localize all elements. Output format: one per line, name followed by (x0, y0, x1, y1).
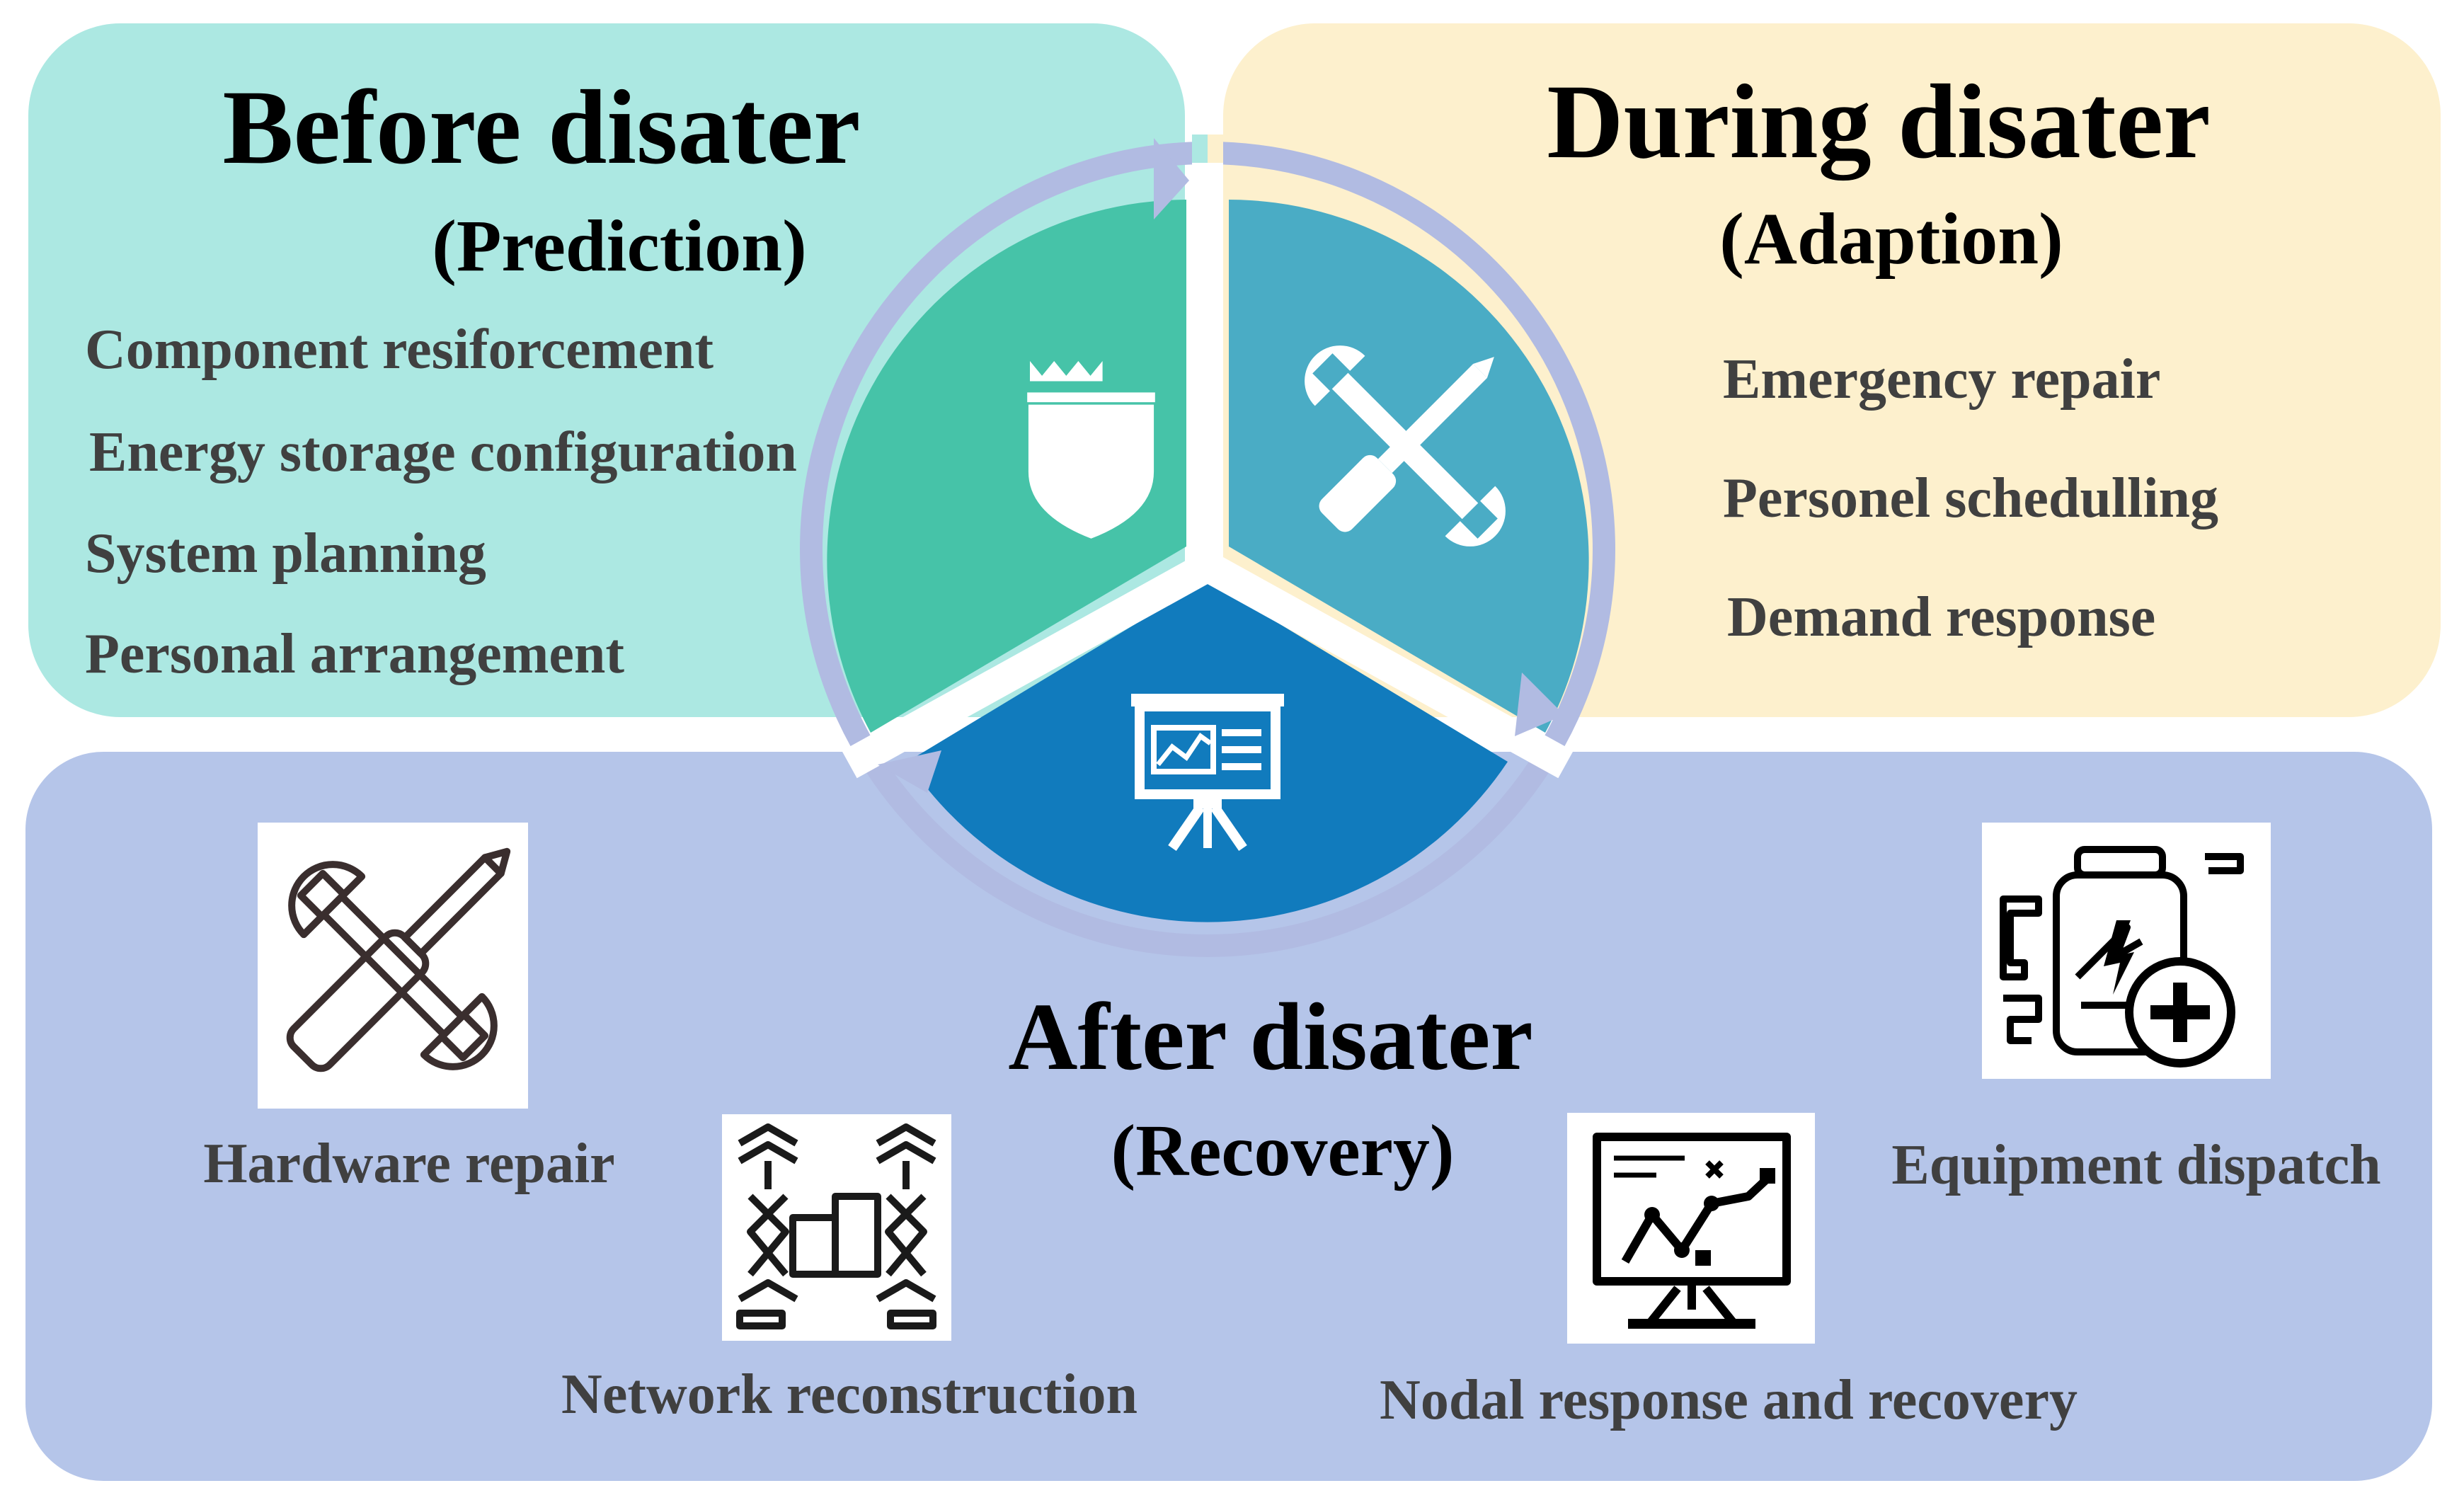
before-title: Before disater (222, 69, 860, 186)
during-subtitle: (Adaption) (1719, 198, 2063, 280)
cycle-sectors (827, 163, 1589, 922)
after-sector (907, 580, 1508, 922)
before-item: Energy storage configuration (89, 421, 797, 483)
during-item: Emergency repair (1723, 348, 2160, 411)
during-sector (1229, 200, 1589, 733)
wrench-screwdriver-icon (1305, 345, 1506, 547)
action-label: Hardware repair (203, 1133, 614, 1195)
tools-icon (258, 823, 528, 1109)
strategy-board-icon (1567, 1113, 1815, 1344)
during-item: Personel schedulling (1723, 467, 2218, 530)
during-title: During disater (1547, 63, 2211, 181)
after-title: After disater (1008, 984, 1532, 1090)
battery-plus-icon (1982, 823, 2271, 1079)
after-subtitle: (Recovery) (1111, 1110, 1454, 1191)
arrowhead-to-after (1515, 673, 1564, 736)
shield-icon (1027, 361, 1155, 539)
arrowhead-to-during (1154, 138, 1189, 219)
action-label: Nodal response and recovery (1380, 1369, 2078, 1431)
before-item: System planning (85, 522, 486, 585)
action-label: Network reconstruction (561, 1363, 1138, 1426)
before-subtitle: (Prediction) (432, 205, 807, 287)
before-item: Personal arrangement (85, 623, 624, 685)
arrowhead-to-before (878, 750, 941, 793)
before-sector (827, 200, 1186, 733)
before-item: Component resiforcement (85, 319, 714, 381)
cycle-ring (800, 135, 1615, 957)
network-icon (722, 1114, 951, 1341)
action-label: Equipment dispatch (1891, 1134, 2380, 1196)
presentation-board-icon (1131, 694, 1284, 851)
after-panel (25, 752, 2432, 1481)
during-item: Demand response (1727, 586, 2155, 648)
